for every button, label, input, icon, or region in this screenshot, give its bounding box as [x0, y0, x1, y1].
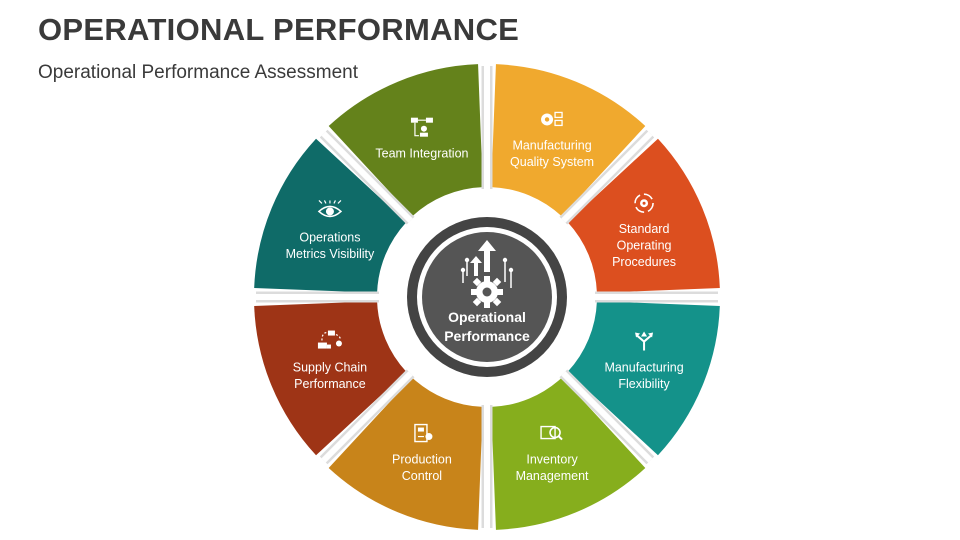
center-label-line2: Performance [444, 328, 530, 344]
segment-shape [328, 64, 483, 217]
segment-label-line: Metrics Visibility [286, 247, 375, 261]
segment-label-line: Operating [617, 239, 672, 253]
segment-shape [567, 301, 720, 456]
cycle-gear-icon [634, 193, 654, 213]
segment-divider-highlight [561, 371, 653, 463]
segment-shape [328, 377, 483, 530]
segment-label-line: Flexibility [618, 377, 670, 391]
center-hub: Operational Performance [401, 211, 573, 383]
segment-label-line: Performance [294, 377, 366, 391]
segment-shape [567, 138, 720, 293]
inventory-search-icon [540, 425, 563, 441]
segment-label-line: Management [516, 469, 589, 483]
segment-divider-highlight [321, 371, 413, 463]
segment-label-line: Manufacturing [512, 138, 591, 152]
segment-shape [491, 377, 646, 530]
segment-label-line: Production [392, 452, 452, 466]
growth-gear-icon [460, 240, 514, 308]
quality-check-gear-icon [541, 111, 563, 127]
segment-divider-highlight [561, 131, 653, 223]
page-subtitle: Operational Performance Assessment [38, 62, 358, 83]
page-title: OPERATIONAL PERFORMANCE [38, 12, 520, 47]
segment-label-line: Supply Chain [293, 360, 367, 374]
center-label-line1: Operational [448, 309, 526, 325]
eye-icon [317, 200, 343, 218]
segment-label-line: Standard [619, 222, 670, 236]
segment-label-line: Inventory [526, 452, 578, 466]
segment-label-line: Operations [299, 230, 360, 244]
team-network-icon [410, 117, 433, 137]
segment-divider-highlight [321, 131, 413, 223]
segment-shape [254, 301, 407, 456]
segment-label-line: Control [402, 469, 442, 483]
segment-label-line: Quality System [510, 155, 594, 169]
segment-label-line: Manufacturing [604, 360, 683, 374]
segment-shape [491, 64, 646, 217]
segment-team-integration: Team Integration [328, 64, 483, 217]
supply-chain-truck-icon [317, 330, 342, 349]
split-arrows-icon [635, 331, 654, 351]
segment-label-line: Team Integration [375, 147, 468, 161]
production-panel-icon [414, 423, 433, 443]
segment-label-line: Procedures [612, 255, 676, 269]
